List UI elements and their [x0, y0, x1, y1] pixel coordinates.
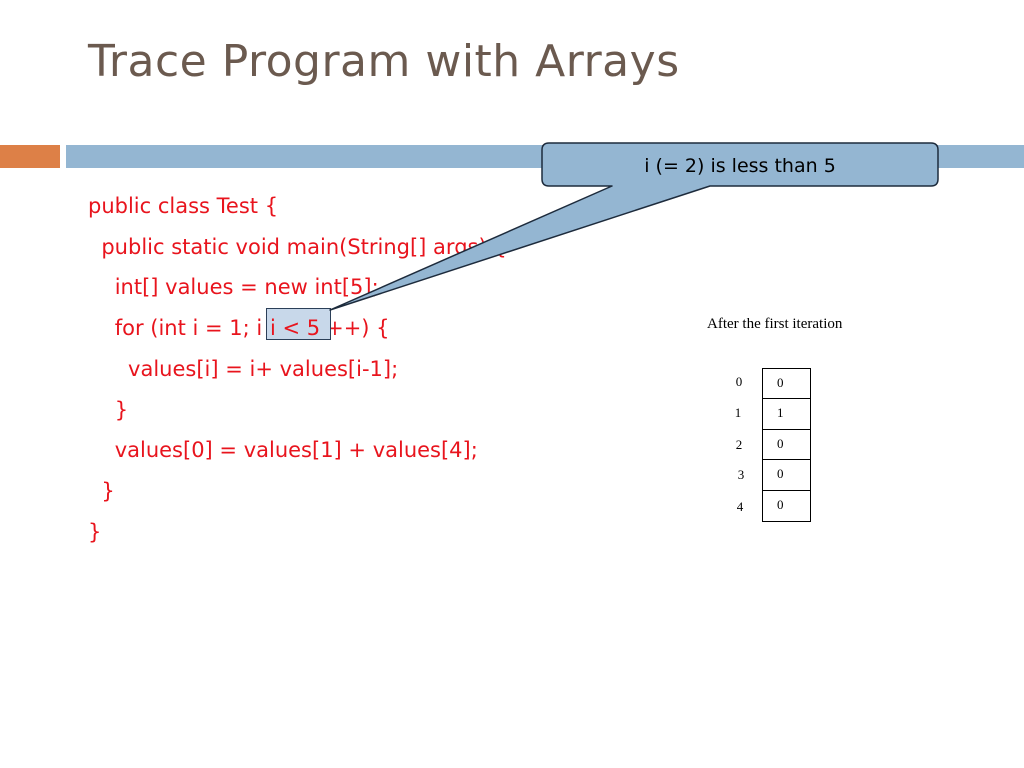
array-cell: 0 — [763, 430, 810, 461]
code-line: values[0] = values[1] + values[4]; — [88, 438, 478, 462]
array-caption: After the first iteration — [707, 316, 843, 332]
code-line: } — [88, 398, 129, 422]
array-cell: 1 — [763, 399, 810, 430]
array-index: 3 — [737, 467, 745, 482]
slide-title: Trace Program with Arrays — [88, 36, 680, 87]
array-table: 0 1 0 0 0 — [762, 368, 811, 522]
array-index: 4 — [736, 499, 744, 514]
code-line: } — [88, 520, 102, 544]
array-cell: 0 — [763, 369, 810, 400]
array-index: 1 — [734, 405, 742, 420]
condition-highlight-text: i < 5 — [270, 316, 321, 340]
code-line: values[i] = i+ values[i-1]; — [88, 357, 399, 381]
array-cell: 0 — [777, 496, 784, 512]
code-line: int[] values = new int[5]; — [88, 275, 379, 299]
accent-bar-orange — [0, 145, 60, 168]
callout-label: i (= 2) is less than 5 — [644, 155, 836, 177]
code-line: for (int i = 1; i < 5; i++) { — [88, 316, 390, 340]
array-index: 0 — [735, 374, 743, 389]
code-line: public class Test { — [88, 194, 279, 218]
array-cell: 0 — [763, 460, 810, 491]
code-line: } — [88, 479, 115, 503]
array-index: 2 — [735, 437, 743, 452]
condition-highlight-box — [266, 308, 331, 340]
code-line: public static void main(String[] args) { — [88, 235, 507, 259]
